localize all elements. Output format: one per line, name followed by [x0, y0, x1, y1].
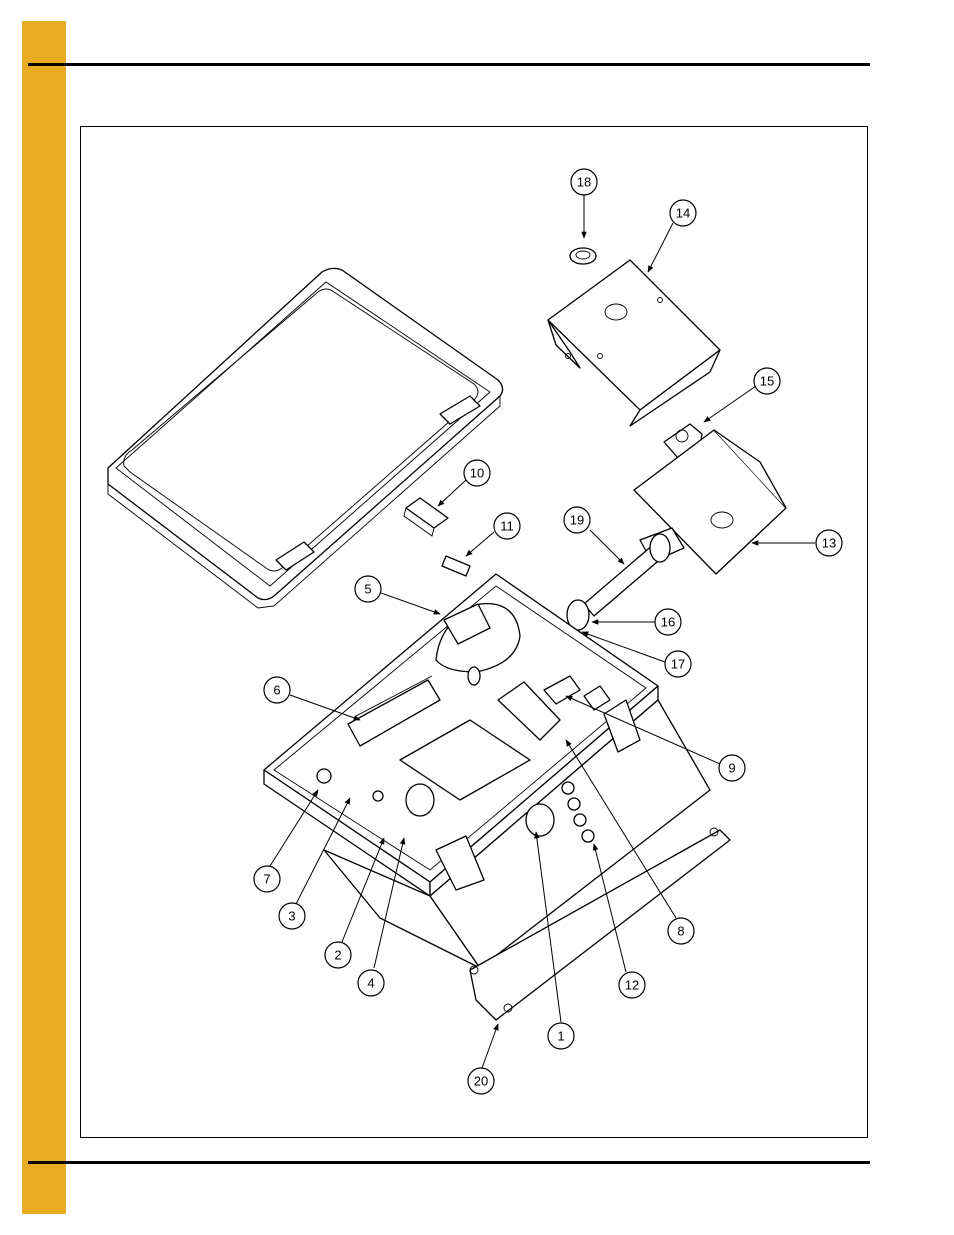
svg-text:15: 15: [760, 374, 774, 389]
grommet-18: [570, 248, 596, 264]
callout-1: 1: [548, 1023, 574, 1049]
svg-text:4: 4: [367, 976, 374, 991]
conduit-19: [567, 534, 670, 630]
callout-15: 15: [754, 368, 780, 394]
svg-text:19: 19: [570, 513, 584, 528]
callout-5: 5: [355, 576, 381, 602]
svg-text:11: 11: [500, 519, 514, 534]
callout-12: 12: [619, 972, 645, 998]
fuse-11: [442, 556, 470, 576]
svg-text:20: 20: [474, 1074, 488, 1089]
callout-14: 14: [670, 200, 696, 226]
svg-text:3: 3: [288, 909, 295, 924]
callout-20: 20: [468, 1068, 494, 1094]
enclosure-lid: [108, 268, 503, 608]
mounting-bracket-14: [548, 260, 720, 426]
svg-text:16: 16: [661, 615, 675, 630]
callout-9: 9: [719, 755, 745, 781]
callout-6: 6: [264, 677, 290, 703]
svg-text:2: 2: [334, 948, 341, 963]
svg-text:5: 5: [364, 582, 371, 597]
svg-text:1: 1: [557, 1029, 564, 1044]
svg-text:10: 10: [470, 466, 484, 481]
svg-text:12: 12: [625, 978, 639, 993]
callout-11: 11: [494, 513, 520, 539]
svg-text:8: 8: [677, 924, 684, 939]
callout-16: 16: [655, 609, 681, 635]
svg-text:13: 13: [822, 536, 836, 551]
callout-18: 18: [571, 169, 597, 195]
callout-3: 3: [279, 903, 305, 929]
callout-2: 2: [325, 942, 351, 968]
fuse-holder-10: [404, 498, 448, 536]
svg-text:9: 9: [728, 761, 735, 776]
callout-4: 4: [358, 970, 384, 996]
callout-7: 7: [254, 866, 280, 892]
callout-17: 17: [665, 651, 691, 677]
callout-19: 19: [564, 507, 590, 533]
callout-8: 8: [668, 918, 694, 944]
svg-text:14: 14: [676, 206, 690, 221]
svg-text:18: 18: [577, 175, 591, 190]
callout-13: 13: [816, 530, 842, 556]
callout-10: 10: [464, 460, 490, 486]
svg-text:17: 17: [671, 657, 685, 672]
svg-text:6: 6: [273, 683, 280, 698]
svg-text:7: 7: [263, 872, 270, 887]
